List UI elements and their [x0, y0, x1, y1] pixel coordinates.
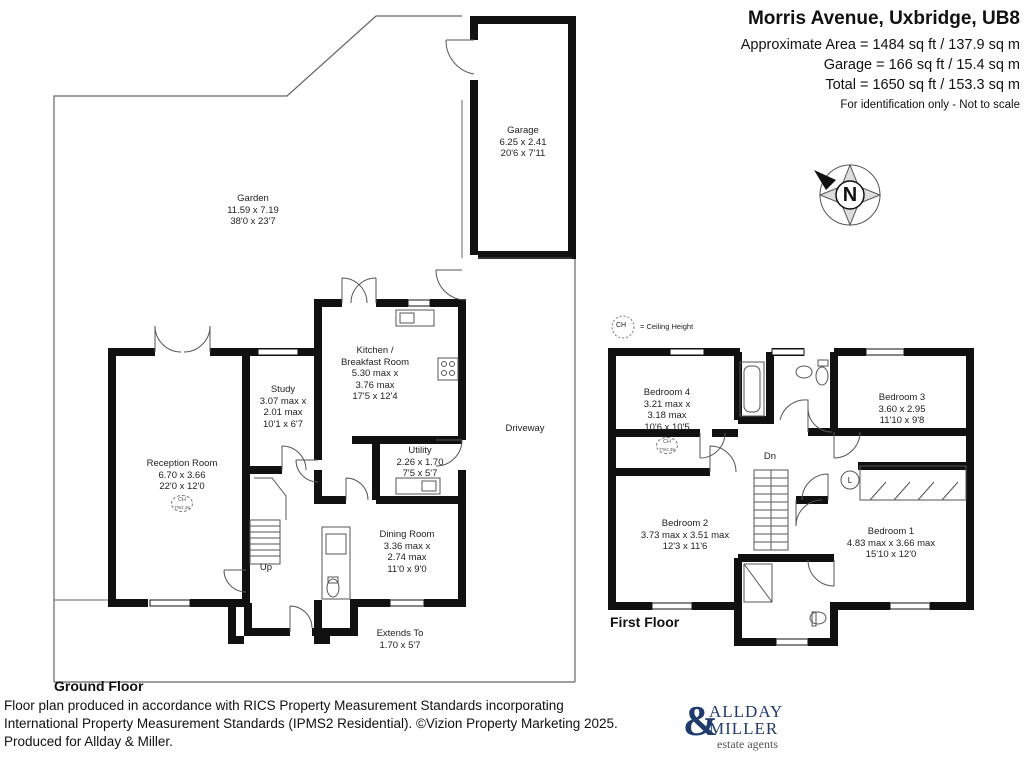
- bedroom1-wardrobes: [840, 465, 967, 501]
- room-label-study: Study 3.07 max x 2.01 max 10'1 x 6'7: [259, 384, 307, 430]
- ground-floor-title: Ground Floor: [54, 678, 144, 694]
- ground-stairs: [249, 477, 287, 565]
- garden-boundary: [53, 15, 462, 682]
- compass-letter: N: [842, 184, 858, 206]
- ground-wc-fixtures: [321, 526, 351, 600]
- bathroom-fixtures: [739, 359, 829, 421]
- legend-ch-symbol: CH: [616, 322, 627, 329]
- room-label-bedroom3: Bedroom 3 3.60 x 2.95 11'10 x 9'8: [878, 392, 926, 426]
- room-label-utility: Utility 2.26 x 1.70 7'5 x 5'7: [396, 445, 444, 479]
- garage-walls: [470, 16, 576, 259]
- first-floor-windows: [651, 348, 931, 646]
- room-label-bedroom2: Bedroom 2 3.73 max x 3.51 max 12'3 x 11'…: [640, 518, 730, 552]
- ceiling-height-bedroom4: CH 7'9/2.36: [656, 437, 678, 454]
- room-label-bedroom1: Bedroom 1 4.83 max x 3.66 max 15'10 x 12…: [846, 526, 936, 560]
- garage-side-door: [445, 39, 475, 75]
- ground-floor-doors: [154, 269, 467, 632]
- identification-note: For identification only - Not to scale: [840, 99, 1020, 111]
- page-title: Morris Avenue, Uxbridge, UB8: [747, 8, 1020, 29]
- first-floor-title: First Floor: [610, 614, 680, 630]
- room-label-garden: Garden 11.59 x 7.19 38'0 x 23'7: [227, 193, 279, 227]
- room-label-driveway: Driveway: [505, 423, 545, 434]
- stairs-up-label: Up: [259, 562, 273, 573]
- room-label-kitchen: Kitchen / Breakfast Room 5.30 max x 3.76…: [340, 345, 410, 402]
- logo-ampersand: &: [683, 699, 718, 745]
- ensuite-fixtures: [743, 563, 827, 627]
- stairs-down-label: Dn: [763, 451, 777, 462]
- footer-line: Floor plan produced in accordance with R…: [4, 698, 564, 713]
- footer-disclaimer: Floor plan produced in accordance with R…: [4, 697, 618, 751]
- allday-miller-logo: & ALLDAY MILLER estate agents: [683, 699, 803, 751]
- footer-line: International Property Measurement Stand…: [4, 716, 618, 731]
- room-label-reception: Reception Room 6.70 x 3.66 22'0 x 12'0: [146, 458, 218, 492]
- compass-icon: [814, 163, 882, 227]
- kitchen-fixtures: [395, 309, 459, 495]
- ceiling-height-reception: CH 7'9/2.36: [171, 495, 193, 512]
- room-label-bedroom4: Bedroom 4 3.21 max x 3.18 max 10'6 x 10'…: [643, 387, 691, 433]
- room-label-garage: Garage 6.25 x 2.41 20'6 x 7'11: [499, 125, 547, 159]
- room-label-dining: Dining Room 3.36 max x 2.74 max 11'0 x 9…: [379, 529, 435, 575]
- first-floor-stairs: [753, 469, 789, 551]
- footer-line: Produced for Allday & Miller.: [4, 734, 173, 749]
- total-area: Total = 1650 sq ft / 153.3 sq m: [825, 77, 1020, 93]
- extends-to-label: Extends To 1.70 x 5'7: [376, 628, 424, 651]
- ground-floor-windows: [149, 299, 431, 607]
- cupboard-label: L: [847, 476, 853, 485]
- garage-area: Garage = 166 sq ft / 15.4 sq m: [823, 57, 1020, 73]
- logo-subtitle: estate agents: [717, 737, 778, 751]
- logo-allday: ALLDAY: [709, 702, 784, 721]
- approximate-area: Approximate Area = 1484 sq ft / 137.9 sq…: [740, 37, 1020, 53]
- logo-miller: MILLER: [709, 719, 779, 738]
- first-floor-doors: [699, 407, 861, 587]
- legend-ch-text: = Ceiling Height: [640, 322, 694, 331]
- legend-ch-icon: [611, 315, 635, 339]
